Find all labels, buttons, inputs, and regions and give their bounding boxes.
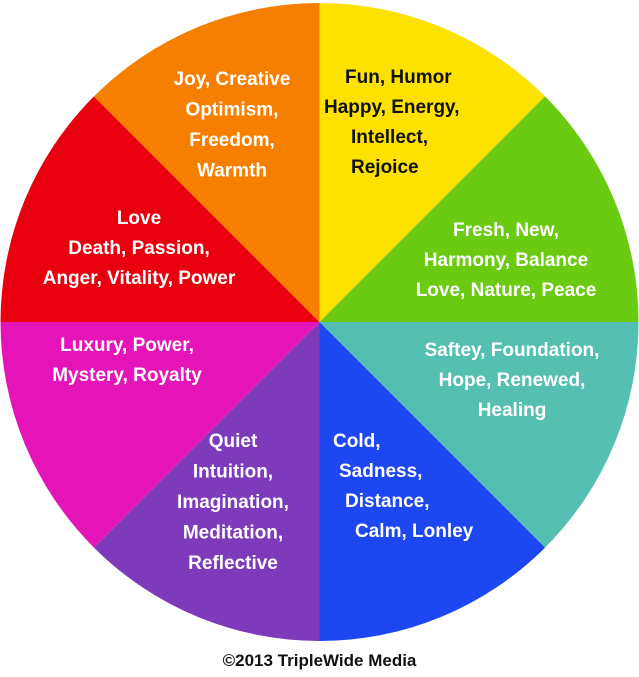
segment-label-line: Intuition, <box>193 462 273 483</box>
segment-label-line: Love, Nature, Peace <box>416 280 597 301</box>
segment-label-line: Imagination, <box>177 492 289 513</box>
segment-label-line: Intellect, <box>351 127 428 148</box>
segment-label-line: Saftey, Foundation, <box>425 340 600 361</box>
segment-label-line: Anger, Vitality, Power <box>43 268 236 289</box>
segment-label-line: Joy, Creative <box>174 69 291 90</box>
segment-label-line: Death, Passion, <box>68 238 210 259</box>
segment-label-blue: Cold, Sadness, Distance, Calm, Lonley <box>333 431 474 542</box>
segment-label-line: Healing <box>478 400 547 421</box>
segment-label-line: Distance, <box>345 491 429 512</box>
segment-label-line: Cold, <box>333 431 381 452</box>
segment-label-line: Warmth <box>197 161 267 182</box>
segment-label-line: Reflective <box>188 553 278 574</box>
segment-label-line: Meditation, <box>183 523 283 544</box>
segment-label-line: Sadness, <box>339 461 422 482</box>
segment-blue <box>319 322 546 641</box>
segment-label-line: Luxury, Power, <box>60 335 194 356</box>
segment-label-line: Rejoice <box>351 157 419 178</box>
segment-label-line: Calm, Lonley <box>355 521 474 542</box>
segment-purple <box>93 322 320 641</box>
segment-label-line: Optimism, <box>186 100 279 121</box>
segment-label-line: Freedom, <box>189 130 275 151</box>
segment-teal <box>319 322 639 548</box>
copyright-caption: ©2013 TripleWide Media <box>222 651 417 670</box>
segment-magenta <box>0 322 320 548</box>
segment-label-line: Hope, Renewed, <box>439 370 586 391</box>
segment-label-line: Love <box>117 208 161 229</box>
segment-label-line: Happy, Energy, <box>324 97 460 118</box>
segment-yellow <box>319 3 546 322</box>
segment-orange <box>93 3 320 322</box>
segment-label-line: Fresh, New, <box>453 220 559 241</box>
segment-label-line: Harmony, Balance <box>424 250 588 271</box>
segment-label-line: Quiet <box>209 431 258 452</box>
segment-green <box>319 96 639 323</box>
segment-label-magenta: Luxury, Power, Mystery, Royalty <box>52 335 202 386</box>
segment-red <box>0 96 320 323</box>
segment-label-teal: Saftey, Foundation, Hope, Renewed, Healing <box>425 340 600 421</box>
segment-label-line: Fun, Humor <box>345 67 452 88</box>
segment-label-line: Mystery, Royalty <box>52 365 202 386</box>
